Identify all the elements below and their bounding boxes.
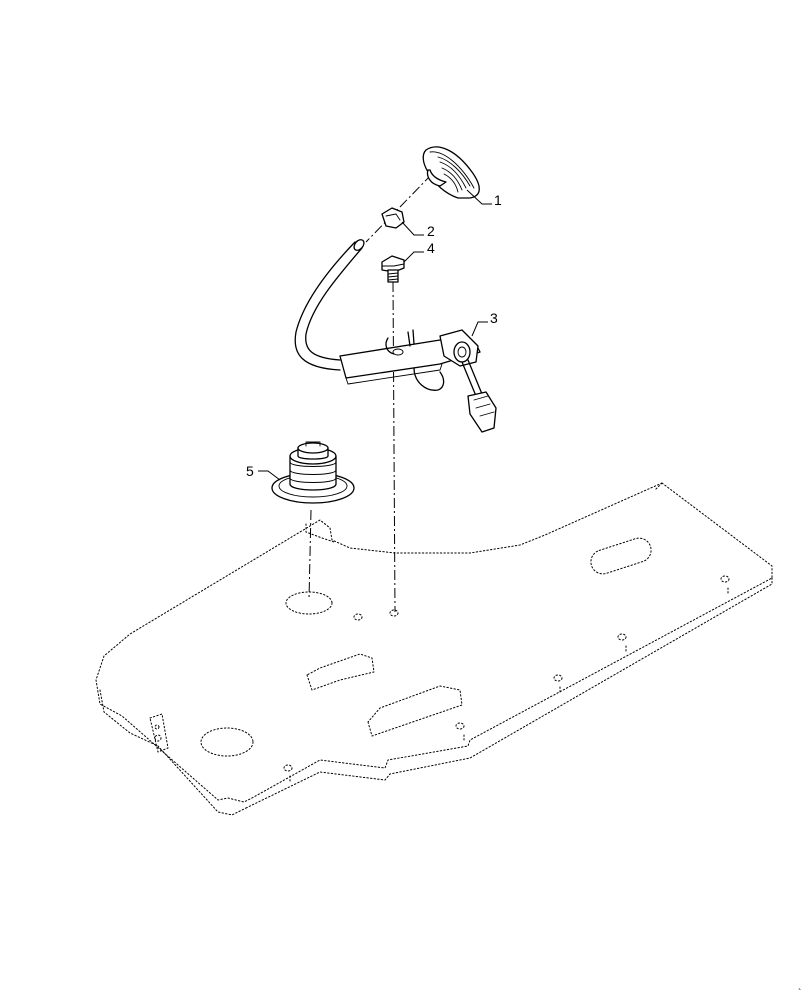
leader-1 — [466, 189, 492, 205]
callout-3: 3 — [490, 310, 498, 326]
part-grommet — [271, 441, 355, 504]
leader-2 — [401, 221, 424, 236]
floor-plate — [95, 482, 773, 816]
corner-mark: ` — [798, 987, 801, 999]
leader-5 — [258, 470, 281, 481]
callout-4: 4 — [427, 240, 435, 256]
axis-line-knob — [365, 173, 433, 243]
axis-line-grommet — [308, 509, 312, 601]
axis-line-bolt — [392, 281, 396, 613]
callout-2: 2 — [427, 223, 435, 239]
leader-3 — [471, 321, 488, 337]
leader-4 — [403, 251, 424, 263]
callout-5: 5 — [246, 463, 254, 479]
part-bolt — [381, 255, 405, 283]
part-nut — [381, 207, 405, 229]
callout-1: 1 — [494, 192, 502, 208]
part-lever-assembly — [294, 239, 497, 433]
part-knob — [422, 146, 480, 199]
